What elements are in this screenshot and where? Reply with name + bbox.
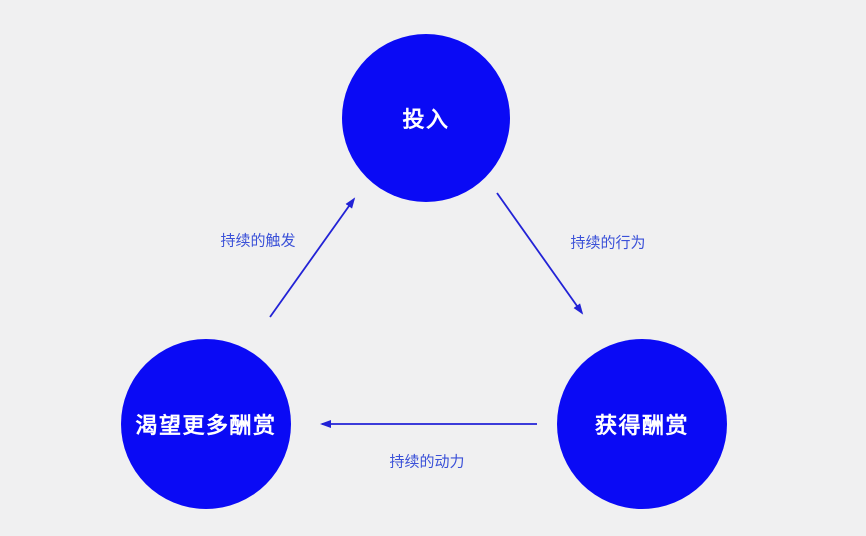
arrow-continuous-trigger-icon <box>269 197 356 318</box>
arrow-continuous-behavior-icon <box>496 192 584 315</box>
edge-label-continuous-trigger: 持续的触发 <box>220 232 296 250</box>
node-crave-more-rewards: 渴望更多酬赏 <box>121 339 291 509</box>
edge-label-continuous-motivation: 持续的动力 <box>389 453 465 471</box>
node-get-rewards: 获得酬赏 <box>557 339 727 509</box>
node-crave-more-rewards-label: 渴望更多酬赏 <box>135 413 277 438</box>
node-get-rewards-label: 获得酬赏 <box>594 413 689 438</box>
edge-label-continuous-behavior: 持续的行为 <box>570 234 646 252</box>
node-invest: 投入 <box>342 34 510 202</box>
node-invest-label: 投入 <box>402 107 450 132</box>
